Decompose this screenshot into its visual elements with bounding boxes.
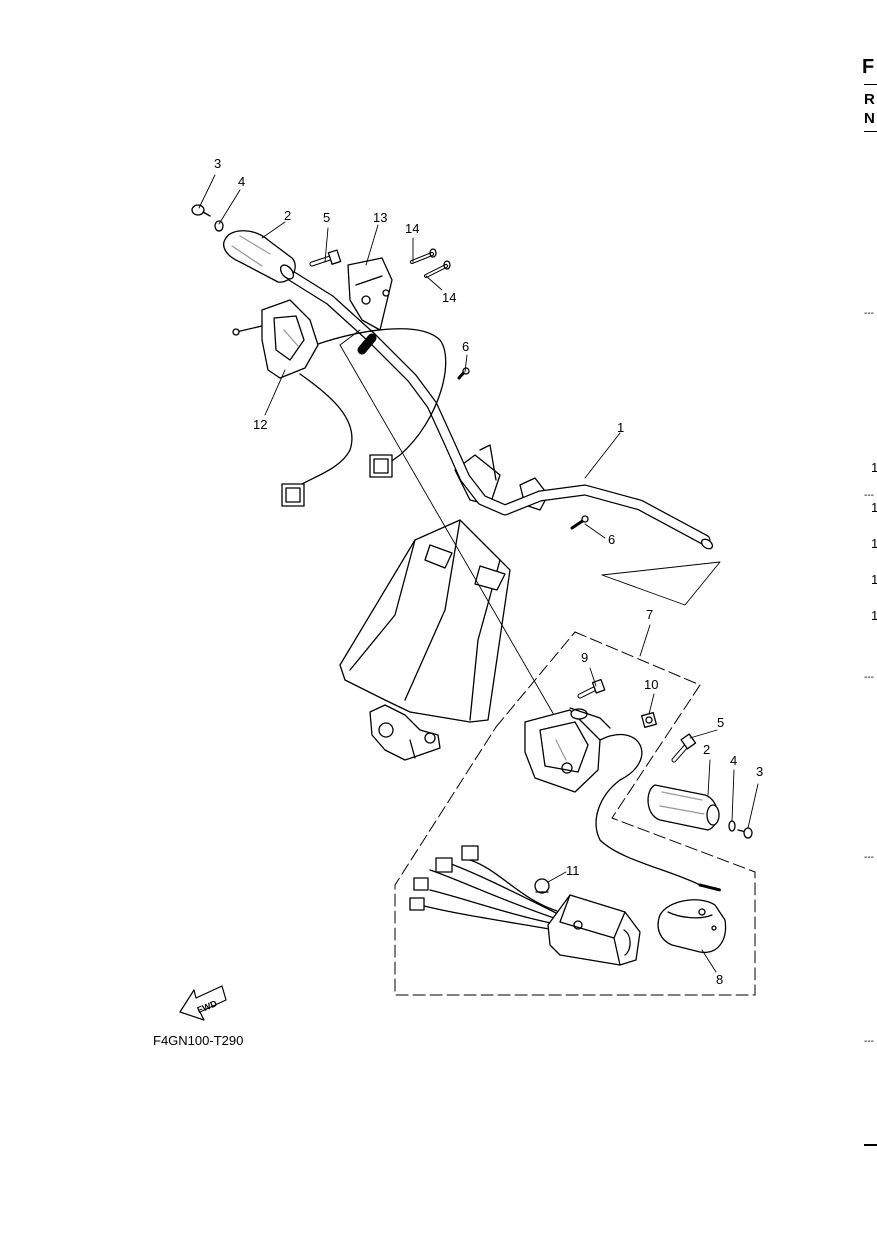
callout-13: 13 (373, 210, 387, 225)
callout-6-lower: 6 (608, 532, 615, 547)
right-bolt (671, 733, 697, 763)
detail-leader-lines (547, 667, 759, 973)
left-bolt (309, 249, 342, 267)
steering-column-housing (339, 444, 549, 761)
callout-11: 11 (566, 863, 580, 878)
callout-12: 12 (253, 417, 267, 432)
callout-labels: 3 4 2 5 13 14 14 6 12 1 6 7 9 10 5 2 4 3… (214, 156, 763, 987)
handlebar (284, 269, 714, 550)
edge-number-3: 1 (871, 536, 877, 551)
callout-1: 1 (617, 420, 624, 435)
lower-screw (570, 515, 589, 530)
callout-2-left: 2 (284, 208, 291, 223)
edge-rule-second (864, 131, 877, 132)
callout-4-right: 4 (730, 753, 737, 768)
edge-dash-1: --- (864, 308, 874, 319)
leader-lines (198, 174, 621, 761)
fwd-arrow-icon (179, 985, 227, 1021)
left-grip (223, 230, 296, 283)
left-end-screw (191, 204, 211, 217)
bracket-bolt-upper (410, 248, 437, 264)
callout-4-left: 4 (238, 174, 245, 189)
grip-heater-unit (547, 894, 641, 966)
detail-leader-7 (639, 624, 651, 657)
left-washer (214, 220, 224, 232)
callout-14-lower: 14 (442, 290, 456, 305)
right-washer (728, 820, 736, 832)
detail-cap-nut (534, 878, 550, 894)
callout-3-right: 3 (756, 764, 763, 779)
callout-3-left: 3 (214, 156, 221, 171)
callout-6-upper: 6 (462, 339, 469, 354)
figure-code: F4GN100-T290 (153, 1033, 243, 1048)
callout-2-right: 2 (703, 742, 710, 757)
right-end-screw (737, 827, 753, 839)
grip-heater (657, 899, 727, 953)
edge-dash-5: --- (864, 1036, 874, 1047)
callout-5-left: 5 (323, 210, 330, 225)
bracket (347, 257, 393, 331)
left-switch-housing (232, 299, 319, 379)
right-switch-housing (524, 707, 611, 793)
detail-nut (641, 712, 657, 728)
edge-number-5: 1 (871, 608, 877, 623)
detail-box-outline (394, 631, 756, 996)
callout-10: 10 (644, 677, 658, 692)
detail-wiring (409, 733, 722, 931)
edge-number-2: 1 (871, 500, 877, 515)
edge-number-1: 1 (871, 460, 877, 475)
edge-letter-n: N (864, 110, 875, 127)
upper-screw (457, 367, 470, 380)
edge-dash-3: --- (864, 672, 874, 683)
callout-9: 9 (581, 650, 588, 665)
right-grip (647, 784, 720, 831)
edge-number-4: 1 (871, 572, 877, 587)
detail-connector (601, 561, 721, 606)
callout-8: 8 (716, 972, 723, 987)
callout-14-upper: 14 (405, 221, 419, 236)
callout-5-right: 5 (717, 715, 724, 730)
edge-dash-4: --- (864, 852, 874, 863)
left-wiring (281, 328, 447, 507)
detail-bolt (577, 678, 606, 699)
edge-letter-r: R (864, 91, 875, 108)
edge-letter-f: F (862, 56, 875, 78)
callout-7: 7 (646, 607, 653, 622)
edge-dash-2: --- (864, 490, 874, 501)
bracket-bolt-lower (424, 260, 451, 278)
edge-rule-bottom (864, 1144, 877, 1146)
edge-rule-top (864, 84, 877, 85)
